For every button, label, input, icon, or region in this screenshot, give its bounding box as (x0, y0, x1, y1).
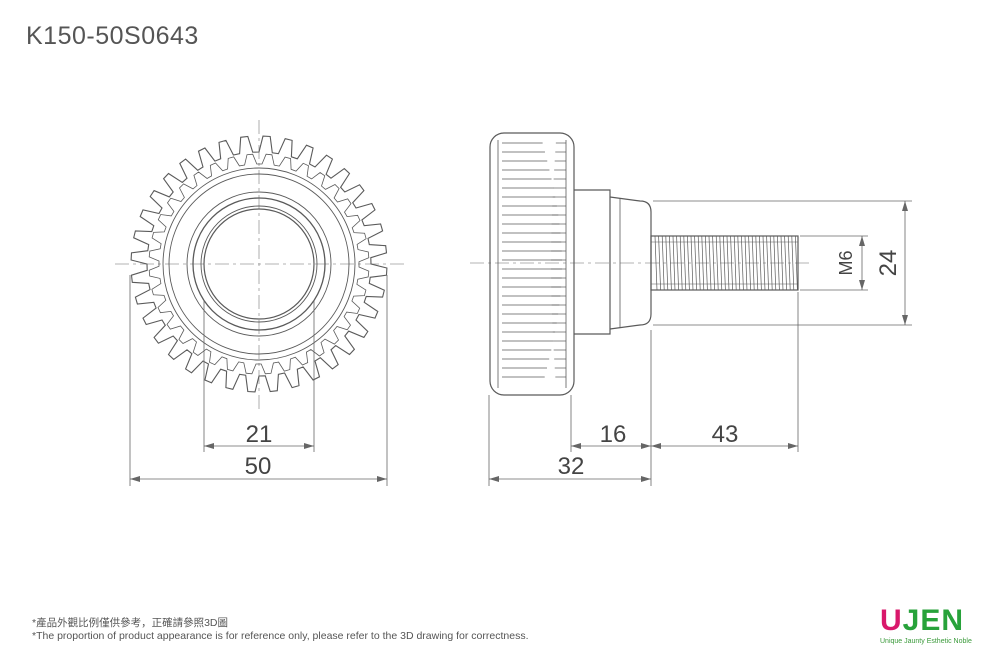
knurled-outline (130, 135, 388, 393)
thread-line (669, 235, 672, 291)
collar (574, 189, 611, 335)
brand-letter: E (920, 604, 942, 637)
thread-line (744, 235, 748, 291)
thread-line (694, 235, 697, 291)
dim-label-32: 32 (558, 453, 585, 480)
brand-logo: U J E N Unique Jaunty Esthetic Noble (880, 606, 980, 646)
brand-letter: U (880, 604, 903, 637)
dim-label-21: 21 (246, 421, 273, 448)
front-view-knob (115, 120, 405, 410)
dimension-lines (129, 200, 912, 486)
dim-label-24: 24 (875, 250, 902, 277)
dim-label-16: 16 (600, 421, 627, 448)
front-ring (200, 205, 318, 323)
thread-line (697, 235, 701, 291)
brand-letter: J (902, 604, 921, 637)
thread-line (748, 235, 751, 291)
thread-line (791, 235, 795, 291)
dim-label-50: 50 (245, 453, 272, 480)
thread-line (795, 235, 798, 291)
dim-label-m6: M6 (836, 250, 856, 275)
side-view-screw (470, 132, 810, 396)
thread-line (712, 235, 715, 291)
disclaimer-en: *The proportion of product appearance is… (32, 630, 529, 642)
front-ring (168, 173, 350, 355)
thread-line (658, 235, 661, 291)
thread-line (723, 235, 726, 291)
thread-line (705, 235, 708, 291)
thread-line (665, 235, 669, 291)
thread-line (676, 235, 679, 291)
thread-line (759, 235, 762, 291)
thread-line (708, 235, 712, 291)
thread-line (751, 235, 755, 291)
thread-line (780, 235, 784, 291)
knob-ribs (497, 140, 567, 388)
knob-head (489, 132, 575, 396)
thread-line (787, 235, 791, 291)
front-ring (192, 197, 326, 331)
part-number-title: K150-50S0643 (26, 22, 199, 50)
thread-line (687, 235, 690, 291)
front-ring (186, 191, 332, 337)
front-ring (162, 167, 356, 361)
thread-line (730, 235, 733, 291)
center-bore (203, 208, 315, 320)
thread-line (726, 235, 730, 291)
dimension-labels: 21 50 16 43 32 M6 24 (245, 250, 902, 480)
thread-line (683, 235, 687, 291)
thread-line (690, 235, 694, 291)
screw-body (650, 235, 799, 291)
thread-line (769, 235, 773, 291)
thread-line (715, 235, 719, 291)
thread-line (777, 235, 780, 291)
thread-line (733, 235, 737, 291)
brand-wordmark: U J E N (880, 606, 980, 636)
thread-line (766, 235, 769, 291)
thread-line (719, 235, 723, 291)
thread-line (654, 235, 658, 291)
thread-line (672, 235, 676, 291)
brand-slogan: Unique Jaunty Esthetic Noble (880, 638, 972, 645)
thread-line (737, 235, 741, 291)
dim-label-43: 43 (712, 421, 739, 448)
thread-line (762, 235, 766, 291)
thread-line (755, 235, 759, 291)
disclaimer-zh: *產品外觀比例僅供參考，正確請參照3D圖 (32, 617, 229, 629)
thread-line (741, 235, 744, 291)
thread-line (773, 235, 777, 291)
thread-line (661, 235, 665, 291)
brand-letter: N (941, 604, 965, 637)
inner-knurl-outline (148, 153, 370, 375)
screw-threads (651, 235, 798, 291)
thread-line (679, 235, 683, 291)
thread-line (784, 235, 787, 291)
thread-line (701, 235, 705, 291)
